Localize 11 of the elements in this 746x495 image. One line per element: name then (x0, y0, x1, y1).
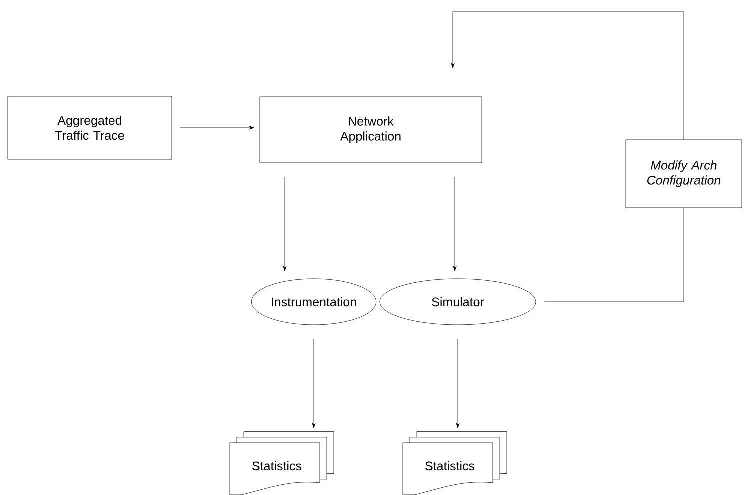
arrow (453, 177, 457, 272)
arrow (283, 177, 287, 272)
document-stack: Statistics (402, 432, 508, 495)
document-stack: Statistics (230, 432, 334, 495)
arrow (180, 126, 254, 130)
arrow (456, 339, 460, 428)
process-box: Network Application (260, 96, 482, 164)
arrow (451, 12, 684, 140)
process-box: Aggregated Traffic Trace (8, 96, 172, 160)
arrow (312, 339, 316, 428)
process-box: Modify Arch Configuration (626, 140, 742, 208)
